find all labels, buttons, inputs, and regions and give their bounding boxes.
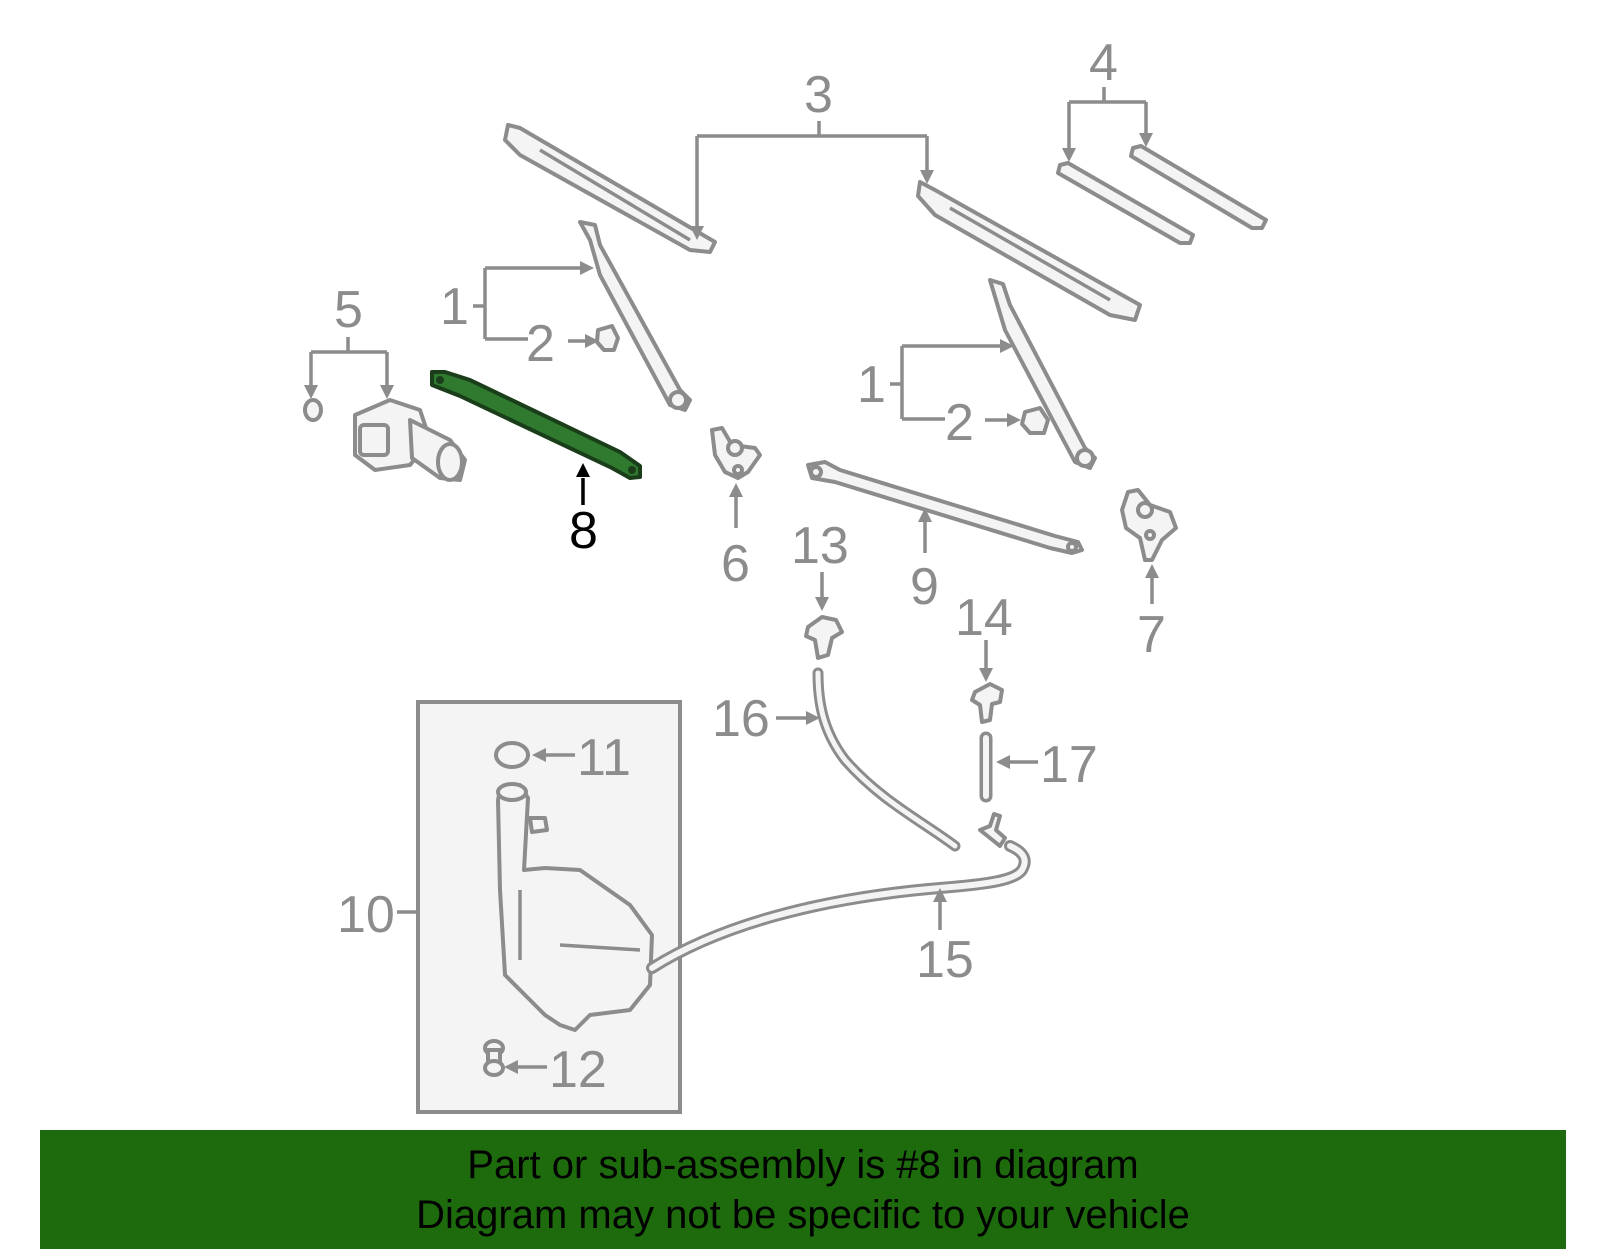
washer-hose-16-inner: [815, 670, 958, 849]
callout-3: 3: [804, 66, 833, 124]
wiper-link-rod: [806, 460, 1084, 555]
reservoir-cap: [494, 741, 530, 769]
callout-13: 13: [791, 517, 849, 575]
wiper-motor: [353, 398, 467, 482]
arm-cap-left: [595, 324, 620, 352]
callout-4: 4: [1089, 34, 1118, 92]
callout-5: 5: [334, 281, 363, 339]
callout-16: 16: [712, 690, 770, 748]
callout-9: 9: [910, 558, 939, 616]
callout-8-highlighted: 8: [569, 502, 598, 560]
washer-nozzle-14: [970, 682, 1004, 724]
wiper-drive-link-highlighted: [430, 370, 642, 480]
callout-11: 11: [577, 729, 631, 787]
callout-2-right: 2: [945, 394, 974, 452]
hose-y-connector: [978, 812, 1007, 848]
washer-nozzle-13: [804, 615, 844, 660]
callout-1-right: 1: [857, 356, 886, 414]
washer-reservoir-tank: [496, 782, 654, 1032]
reservoir-grommet: [483, 1039, 505, 1077]
wiper-pivot-left: [710, 426, 762, 480]
callout-17: 17: [1040, 736, 1098, 794]
wiper-arm-right: [988, 278, 1097, 470]
callout-2-left: 2: [526, 315, 555, 373]
arm-cap-right: [1020, 406, 1050, 435]
motor-washer: [303, 398, 323, 422]
callout-14: 14: [955, 589, 1013, 647]
callout-1-left: 1: [440, 278, 469, 336]
callout-15: 15: [916, 931, 974, 989]
wiper-arm-left: [578, 220, 692, 412]
wiper-refill-1: [1056, 161, 1195, 245]
info-banner: Part or sub-assembly is #8 in diagram Di…: [40, 1130, 1566, 1249]
wiper-refill-2: [1129, 144, 1268, 230]
wiper-blade-left: [503, 123, 717, 254]
callout-6: 6: [721, 535, 750, 593]
wiper-pivot-right: [1120, 488, 1178, 562]
banner-line-2: Diagram may not be specific to your vehi…: [416, 1192, 1190, 1237]
washer-hose-16: [812, 667, 961, 852]
callout-7: 7: [1137, 606, 1166, 664]
wiper-blade-right: [916, 180, 1142, 322]
banner-line-1: Part or sub-assembly is #8 in diagram: [467, 1142, 1139, 1187]
callout-10: 10: [337, 886, 395, 944]
callout-12: 12: [549, 1041, 607, 1099]
